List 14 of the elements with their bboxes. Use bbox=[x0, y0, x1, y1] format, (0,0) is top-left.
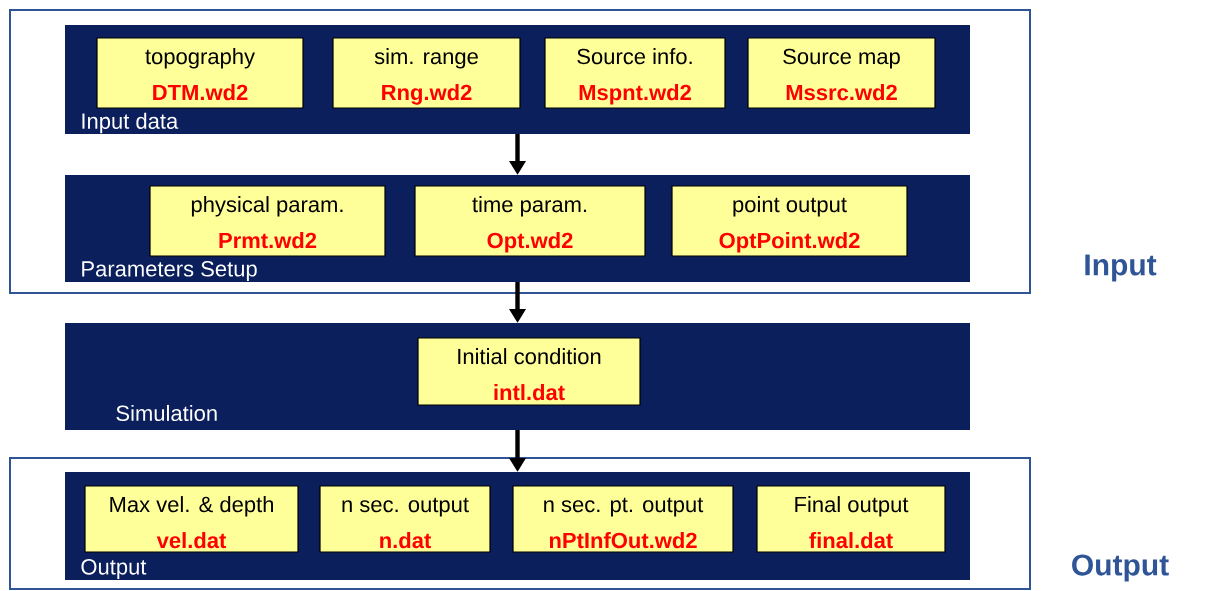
file-box: physical param. Prmt.wd2 bbox=[149, 185, 386, 257]
file-box: n sec. output n.dat bbox=[319, 485, 491, 553]
file-box: Max vel. & depth vel.dat bbox=[84, 485, 299, 553]
file-box: Source info. Mspnt.wd2 bbox=[544, 37, 726, 109]
file-box: Source map Mssrc.wd2 bbox=[747, 37, 936, 109]
node-label: Input bbox=[1085, 254, 1157, 282]
file-box: time param. Opt.wd2 bbox=[414, 185, 646, 257]
file-box: Initial condition intl.dat bbox=[417, 337, 641, 406]
file-box: n sec. pt. output nPtInfOut.wd2 bbox=[512, 485, 734, 553]
file-box: point output OptPoint.wd2 bbox=[671, 185, 908, 257]
file-box: Final output final.dat bbox=[756, 485, 946, 553]
file-box: sim. range Rng.wd2 bbox=[332, 37, 521, 109]
node-label: Output bbox=[1072, 554, 1169, 582]
file-box: topography DTM.wd2 bbox=[96, 37, 304, 109]
